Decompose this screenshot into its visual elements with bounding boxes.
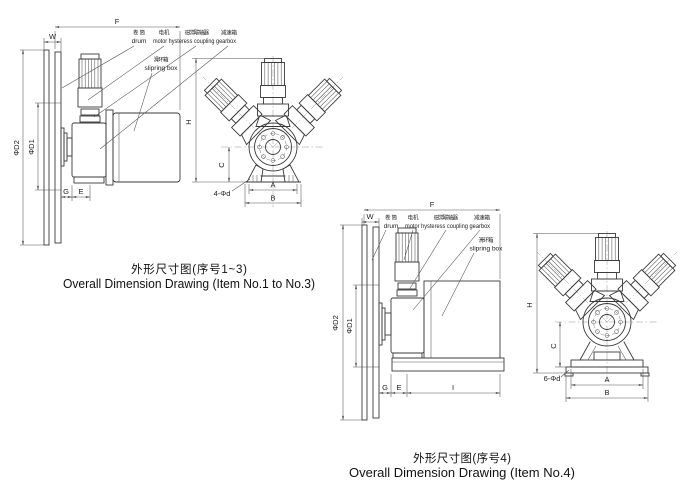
motor-side [77, 53, 103, 123]
dim-e-label: E [396, 383, 401, 392]
part-labels: 卷筒 drum 电机 磁滞联轴器 减速箱 motor hysteress cou… [61, 29, 237, 150]
drawing-1: F W ΦD2 ΦD1 [12, 17, 348, 291]
label-drum-cn: 卷筒 [133, 29, 145, 37]
dim-c-label: C [217, 162, 226, 168]
dim-d1-label: ΦD1 [27, 139, 36, 155]
dim-d1: ΦD1 [345, 284, 379, 368]
dim-a-b: A B [244, 181, 302, 207]
coupling-ring [396, 289, 418, 297]
caption-1-cn: 外形尺寸图(序号1~3) [131, 262, 247, 276]
dim-holes-label: 4-Φd [214, 189, 231, 198]
drum-disc-d1 [54, 51, 62, 244]
gearbox-body [71, 122, 107, 184]
drum-disc-d2 [43, 49, 50, 246]
motor-side [394, 227, 420, 297]
dim-g-e-i: G E I [378, 374, 501, 397]
dim-d1: ΦD1 [27, 102, 61, 191]
label-motor-coupling-gearbox-en: motor hysteress coupling gearbox [153, 38, 237, 45]
label-motor-cn: 电机 [159, 29, 170, 37]
hub-shaft [60, 127, 73, 167]
dim-d2: ΦD2 [331, 224, 362, 421]
dim-w: W [361, 212, 380, 227]
dim-a-label: A [270, 181, 275, 190]
dim-w: W [43, 32, 62, 52]
mounting-stand [564, 341, 650, 377]
drawing-2: F W ΦD2 ΦD1 [331, 200, 682, 480]
dim-d2: ΦD2 [12, 49, 44, 246]
coupling-ring [80, 108, 100, 116]
label-drum-cn: 卷筒 [385, 214, 397, 222]
dim-f: F [363, 200, 501, 279]
caption-2-en: Overall Dimension Drawing (Item No.4) [349, 466, 575, 480]
label-slipring-cn: 滑环箱 [479, 236, 494, 244]
label-gearbox-cn: 减速箱 [474, 214, 490, 222]
dim-w-label: W [49, 32, 57, 41]
label-drum-en: drum [384, 223, 399, 230]
dim-f-label: F [430, 200, 435, 209]
dim-c: C [549, 321, 566, 368]
dim-f-label: F [115, 17, 120, 26]
label-slipring-en: slipring box [470, 246, 504, 253]
label-drum-en: drum [132, 38, 147, 45]
dim-d2-label: ΦD2 [331, 315, 340, 331]
caption-2-cn: 外形尺寸图(序号4) [413, 451, 511, 465]
dim-holes: 4-Φd [214, 178, 251, 198]
label-motor-cn: 电机 [408, 214, 419, 222]
dim-b-label: B [270, 194, 275, 203]
dim-d2-label: ΦD2 [12, 140, 21, 156]
dim-h-label: H [525, 302, 534, 307]
drum-disc-d2 [361, 224, 368, 421]
drawing-2-front-view: H C A B 6-Φd [525, 231, 682, 402]
dim-holes-label: 6-Φd [544, 374, 561, 383]
drawing-2-side-view: F W ΦD2 ΦD1 [331, 200, 505, 421]
dim-f: F [54, 17, 181, 110]
dim-w-label: W [366, 212, 374, 221]
slipring-box-side [105, 109, 181, 186]
dim-e-label: E [78, 187, 83, 196]
dim-holes: 6-Φd [544, 369, 570, 383]
dim-b-label: B [604, 388, 609, 397]
caption-1-en: Overall Dimension Drawing (Item No.1 to … [63, 277, 315, 291]
dim-a-label: A [604, 375, 609, 384]
label-motor-coupling-gearbox-en: motor hysteress coupling gearbox [405, 223, 491, 230]
dim-g-label: G [382, 383, 388, 392]
caption-1: 外形尺寸图(序号1~3) Overall Dimension Drawing (… [63, 262, 315, 291]
dim-c-label: C [549, 343, 558, 349]
coupling-ring [79, 115, 101, 123]
dim-h-label: H [184, 119, 193, 124]
dim-g-label: G [63, 187, 69, 196]
hub-shaft [378, 302, 392, 346]
label-coupling-cn: 磁滞联轴器 [185, 29, 209, 37]
base-plate [391, 357, 505, 372]
dim-i-label: I [452, 383, 454, 392]
label-gearbox-cn: 减速箱 [221, 29, 237, 37]
label-slipring-en: slipring box [145, 65, 179, 72]
label-coupling-cn: 磁滞联轴器 [434, 214, 458, 222]
dim-g-e: G E [60, 185, 91, 201]
coupling-ring [397, 282, 417, 290]
dim-c: C [217, 146, 230, 183]
label-slipring-cn: 滑环箱 [154, 56, 169, 64]
slipring-box-side [423, 280, 501, 359]
part-labels: 卷筒 drum 电机 磁滞联轴器 减速箱 motor hysteress cou… [371, 214, 504, 317]
gearbox-body [390, 297, 425, 359]
dim-h: H [184, 58, 264, 183]
drawing-1-front-view: H C A B 4-Φd [184, 56, 348, 207]
dim-h: H [525, 233, 598, 374]
dim-d1-label: ΦD1 [345, 318, 354, 334]
drawing-1-side-view: F W ΦD2 ΦD1 [12, 17, 237, 246]
dim-a-b: A B [565, 369, 649, 402]
caption-2: 外形尺寸图(序号4) Overall Dimension Drawing (It… [349, 451, 575, 480]
mounting-feet [245, 164, 301, 183]
